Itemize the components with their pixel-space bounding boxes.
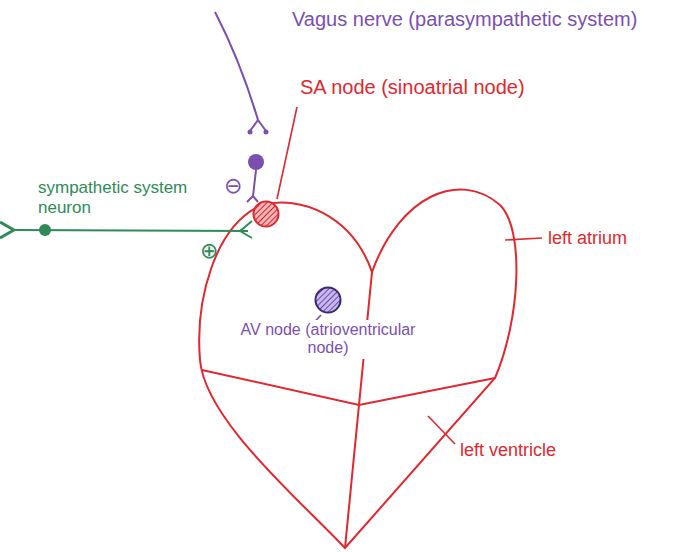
- sympathetic-dendrite: [0, 222, 14, 238]
- heart-outline: [199, 189, 516, 548]
- av-plane-line: [202, 370, 495, 405]
- vagus-terminal: [250, 120, 266, 131]
- node-label: SA node (sinoatrial node): [300, 76, 525, 99]
- excite-sign: ⊕: [200, 238, 218, 263]
- node-label: AV node (atrioventricular node): [235, 320, 421, 359]
- node-shape: [252, 200, 280, 228]
- node-shape: [314, 286, 342, 314]
- node-circle: [316, 288, 341, 313]
- vagus-nerve-axon: [215, 12, 258, 120]
- sympathetic-cell-body: [39, 224, 51, 236]
- septum-line: [345, 272, 372, 548]
- vagus-postganglionic: [247, 170, 258, 202]
- leader-line: [505, 238, 542, 240]
- chamber-label: left ventricle: [460, 440, 556, 461]
- inhibit-sign: ⊖: [224, 173, 242, 198]
- vagus-bouton: [264, 130, 269, 135]
- vagus-ganglion-cell: [248, 154, 264, 170]
- sympathetic-terminal: [240, 221, 252, 238]
- neuron-label: sympathetic system neuron: [38, 178, 188, 217]
- vagus-bouton: [248, 130, 253, 135]
- chamber-label: left atrium: [548, 228, 627, 249]
- leader-line: [428, 416, 455, 444]
- nerve-label: Vagus nerve (parasympathetic system): [292, 8, 637, 31]
- leader-line: [277, 107, 297, 199]
- av-node: AV node (atrioventricular node): [314, 286, 342, 314]
- sa-node: SA node (sinoatrial node): [252, 200, 280, 228]
- node-circle: [254, 202, 279, 227]
